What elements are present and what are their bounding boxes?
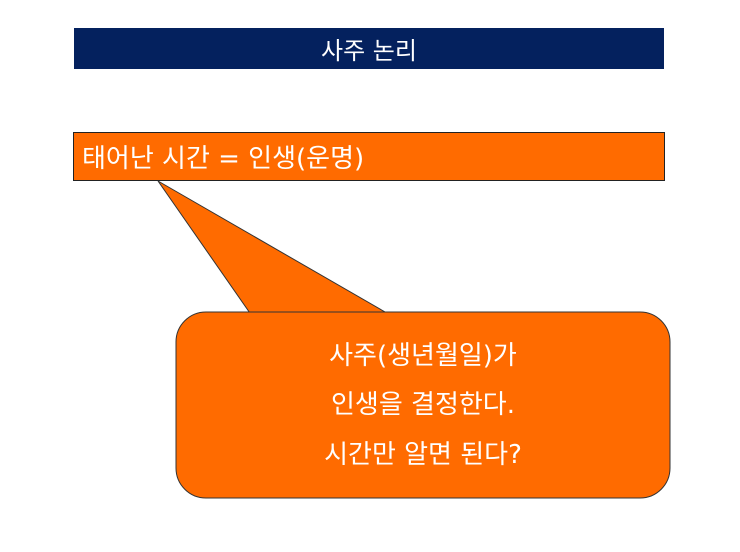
callout-pointer bbox=[157, 180, 394, 317]
callout-line-1: 사주(생년월일)가 bbox=[329, 340, 517, 371]
callout-seam-cover bbox=[248, 313, 396, 318]
premise-box: 태어난 시간 = 인생(운명) bbox=[73, 132, 665, 181]
slide-title: 사주 논리 bbox=[321, 37, 417, 65]
callout-line-3: 시간만 알면 된다? bbox=[324, 440, 522, 471]
callout-body bbox=[175, 311, 671, 499]
slide-title-bar: 사주 논리 bbox=[74, 28, 664, 69]
callout-text-block: 사주(생년월일)가 인생을 결정한다. 시간만 알면 된다? bbox=[176, 312, 670, 498]
premise-text: 태어난 시간 = 인생(운명) bbox=[82, 144, 365, 174]
callout-line-2: 인생을 결정한다. bbox=[331, 390, 515, 421]
